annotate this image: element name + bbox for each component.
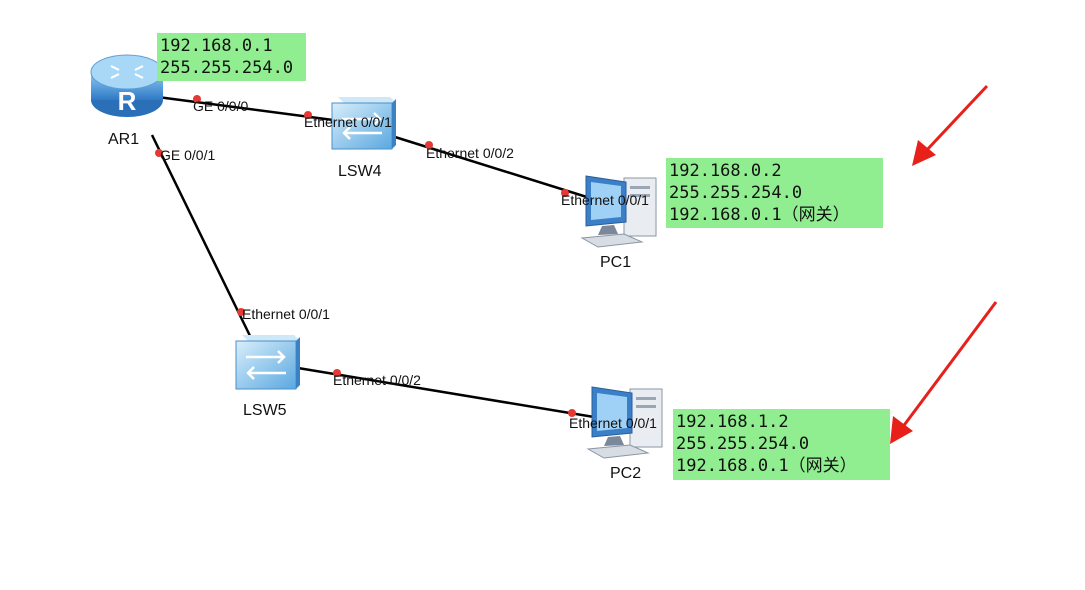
ip-box-ar1: 192.168.0.1 255.255.254.0 <box>157 33 306 81</box>
router-glyph: R <box>118 86 137 116</box>
port-label-lsw5-e001: Ethernet 0/0/1 <box>242 306 330 322</box>
device-label-lsw5: LSW5 <box>243 402 287 419</box>
router-icon[interactable]: R <box>89 52 165 120</box>
port-dot[interactable] <box>237 308 245 316</box>
port-dot[interactable] <box>193 95 201 103</box>
port-dot[interactable] <box>304 111 312 119</box>
port-dot[interactable] <box>155 149 163 157</box>
link-ar1-lsw4[interactable] <box>149 94 334 122</box>
subnet-mask: 255.255.254.0 <box>676 434 810 454</box>
ip-address: 192.168.0.1 <box>160 36 273 56</box>
link-ar1-lsw5[interactable] <box>150 134 254 341</box>
arrow-icon <box>912 84 989 166</box>
device-label-pc2: PC2 <box>610 465 642 482</box>
port-dot[interactable] <box>561 189 569 197</box>
port-dot[interactable] <box>425 141 433 149</box>
device-label-ar1: AR1 <box>108 131 140 148</box>
device-label-lsw4: LSW4 <box>338 163 382 180</box>
switch-icon[interactable] <box>330 95 398 153</box>
port-dot[interactable] <box>333 369 341 377</box>
gateway: 192.168.0.1（网关） <box>669 205 850 225</box>
device-label-pc1: PC1 <box>600 254 632 271</box>
port-label-lsw4-e001: Ethernet 0/0/1 <box>304 114 392 130</box>
port-label-pc2-e001: Ethernet 0/0/1 <box>569 415 657 431</box>
pc-icon[interactable] <box>586 383 666 459</box>
gateway: 192.168.0.1（网关） <box>676 456 857 476</box>
link-lsw5-pc2[interactable] <box>297 366 601 420</box>
port-label-lsw5-e002: Ethernet 0/0/2 <box>333 372 421 388</box>
subnet-mask: 255.255.254.0 <box>160 58 294 78</box>
port-dot[interactable] <box>568 409 576 417</box>
ip-address: 192.168.0.2 <box>669 161 782 181</box>
pc-icon[interactable] <box>580 172 660 248</box>
port-label-ar1-ge001: GE 0/0/1 <box>160 147 216 163</box>
subnet-mask: 255.255.254.0 <box>669 183 803 203</box>
ip-box-pc2: 192.168.1.2 255.255.254.0 192.168.0.1（网关… <box>673 409 890 480</box>
switch-icon[interactable] <box>234 333 302 393</box>
port-label-pc1-e001: Ethernet 0/0/1 <box>561 192 649 208</box>
port-label-lsw4-e002: Ethernet 0/0/2 <box>426 145 514 161</box>
ip-box-pc1: 192.168.0.2 255.255.254.0 192.168.0.1（网关… <box>666 158 883 228</box>
ip-address: 192.168.1.2 <box>676 412 789 432</box>
port-label-ar1-ge000: GE 0/0/0 <box>193 98 249 114</box>
arrow-icon <box>890 301 998 444</box>
